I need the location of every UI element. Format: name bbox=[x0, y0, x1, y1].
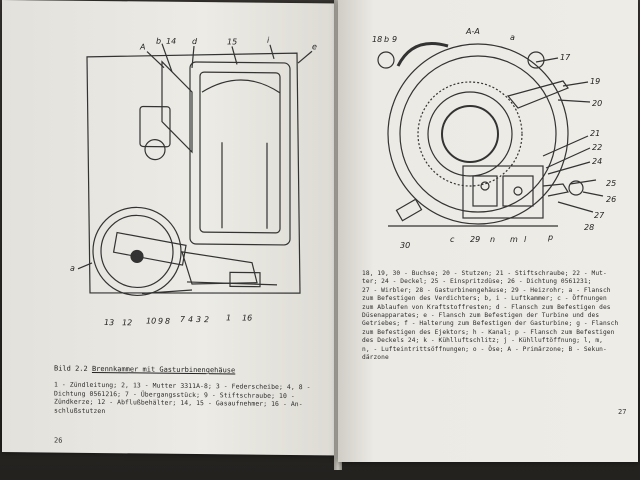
figure-title-text: Brennkammer mit Gasturbinengehäuse bbox=[91, 364, 236, 375]
fig-label: 1 bbox=[226, 313, 231, 322]
fig-label: e bbox=[312, 42, 317, 51]
fig-label: 8 bbox=[165, 317, 170, 326]
fig-label: 12 bbox=[122, 318, 132, 327]
fig-label: 14 bbox=[166, 37, 176, 46]
fig-label: 22 bbox=[592, 143, 602, 152]
fig-label: m bbox=[510, 235, 518, 244]
fig-label: 4 bbox=[188, 315, 193, 324]
fig-label-section: A-A bbox=[465, 27, 480, 36]
fig-label: 13 bbox=[104, 318, 114, 327]
right-page: A-A 18 b 9 a 17 19 20 21 22 24 25 26 27 … bbox=[338, 0, 638, 462]
fig-label: b bbox=[384, 35, 389, 44]
fig-label: p bbox=[547, 233, 553, 242]
fig-label: c bbox=[450, 235, 455, 244]
fig-label: 7 bbox=[180, 315, 186, 324]
fig-label: 9 bbox=[392, 35, 397, 44]
fig-label: n bbox=[490, 235, 495, 244]
fig-label: 27 bbox=[594, 211, 605, 220]
fig-label: 26 bbox=[606, 195, 616, 204]
fig-label: i bbox=[267, 36, 270, 45]
figure-title: Bild 2.2 Brennkammer mit Gasturbinengehä… bbox=[54, 365, 235, 375]
fig-label: b bbox=[156, 37, 161, 46]
fig-label: 17 bbox=[560, 53, 571, 62]
right-caption: 18, 19, 30 - Buchse; 20 - Stutzen; 21 - … bbox=[362, 270, 619, 362]
housing-outline bbox=[86, 52, 301, 294]
chamber-body bbox=[189, 61, 291, 246]
fig-label: l bbox=[524, 235, 527, 244]
fig-label-section: A bbox=[139, 42, 145, 51]
figure-title-number: Bild 2.2 bbox=[54, 364, 88, 373]
fig-label: 29 bbox=[470, 235, 480, 244]
fig-label: 20 bbox=[592, 99, 602, 108]
fig-label: 25 bbox=[606, 179, 616, 188]
fig-label: a bbox=[510, 33, 515, 42]
fig-label: 16 bbox=[242, 314, 252, 323]
page-number-left: 26 bbox=[54, 436, 63, 445]
fig-label: 9 bbox=[158, 317, 163, 326]
nozzle-block bbox=[462, 165, 544, 219]
fig-label: 10 bbox=[146, 317, 156, 326]
combustion-chamber-drawing: A b 14 d 15 i e a 13 12 10 9 8 7 4 3 2 1… bbox=[70, 36, 317, 328]
fig-label: 24 bbox=[592, 157, 602, 166]
left-caption: 1 - Zündleitung; 2, 13 - Mutter 3311A-8;… bbox=[54, 380, 311, 415]
left-page: A b 14 d 15 i e a 13 12 10 9 8 7 4 3 2 1… bbox=[2, 0, 340, 456]
section-a-a-drawing: A-A 18 b 9 a 17 19 20 21 22 24 25 26 27 … bbox=[372, 27, 616, 250]
fig-label: a bbox=[70, 264, 75, 273]
page-number-right: 27 bbox=[618, 408, 627, 416]
housing-circle bbox=[387, 43, 569, 225]
fig-label: 15 bbox=[227, 37, 237, 46]
fig-label: 18 bbox=[372, 35, 382, 44]
fig-label: 3 bbox=[196, 315, 201, 324]
compressor-ring bbox=[92, 206, 182, 297]
fig-label: 19 bbox=[590, 77, 600, 86]
fig-label: 28 bbox=[584, 223, 594, 232]
fig-label: d bbox=[192, 37, 198, 46]
fig-label: 30 bbox=[400, 241, 410, 250]
fig-label: 21 bbox=[590, 129, 600, 138]
fig-label: 2 bbox=[204, 315, 209, 324]
